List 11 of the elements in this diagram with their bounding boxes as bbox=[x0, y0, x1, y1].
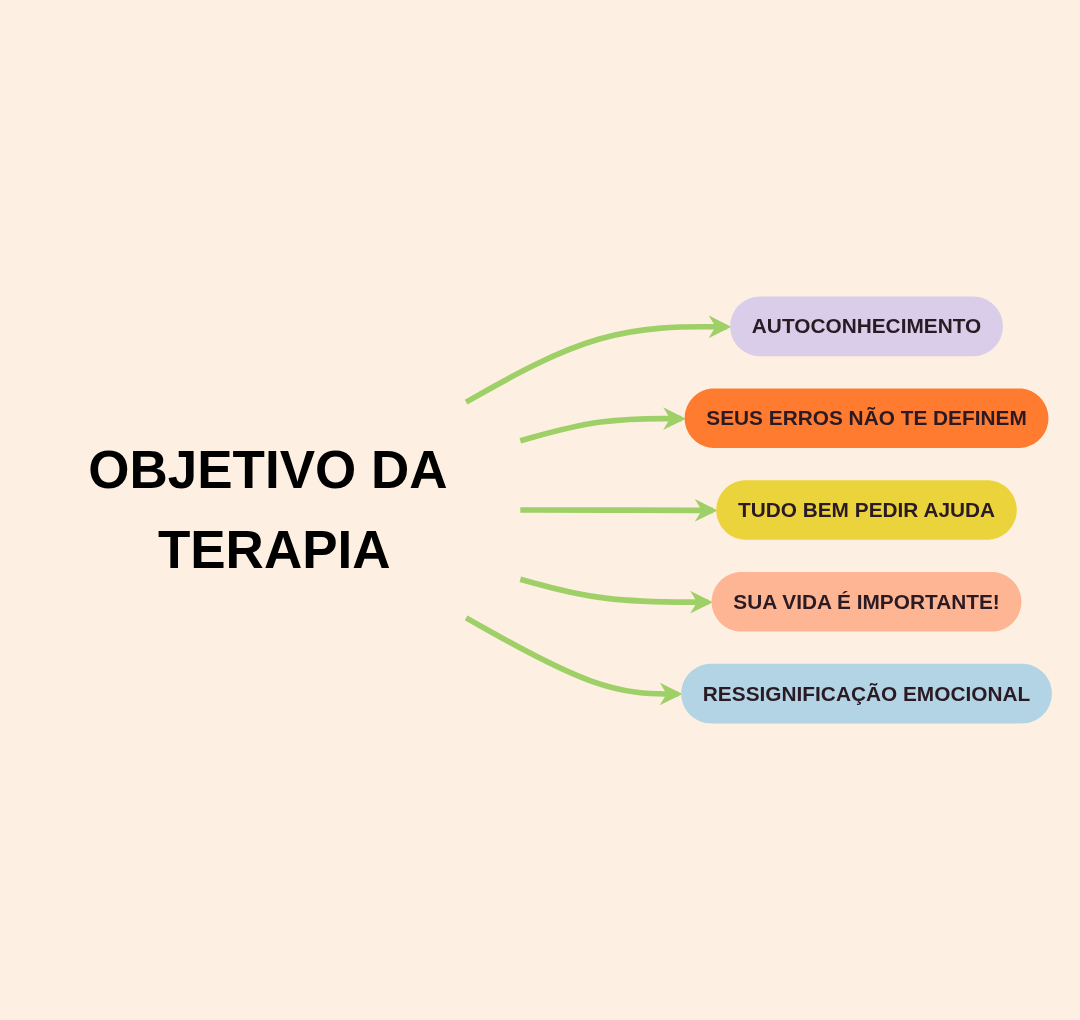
arrow bbox=[519, 407, 686, 444]
arrow bbox=[464, 615, 683, 706]
blob-node: AUTOCONHECIMENTO bbox=[730, 296, 1003, 357]
arrow bbox=[519, 576, 713, 614]
blob-node: SEUS ERROS NÃO TE DEFINEM bbox=[684, 388, 1049, 448]
blob-node: RESSIGNIFICAÇÃO EMOCIONAL bbox=[681, 663, 1052, 724]
blob-node: TUDO BEM PEDIR AJUDA bbox=[716, 480, 1017, 540]
central-heading: OBJETIVO DA TERAPIA bbox=[88, 439, 446, 580]
blob-node: SUA VIDA É IMPORTANTE! bbox=[711, 572, 1022, 632]
arrow bbox=[464, 315, 732, 405]
arrow bbox=[520, 499, 718, 522]
